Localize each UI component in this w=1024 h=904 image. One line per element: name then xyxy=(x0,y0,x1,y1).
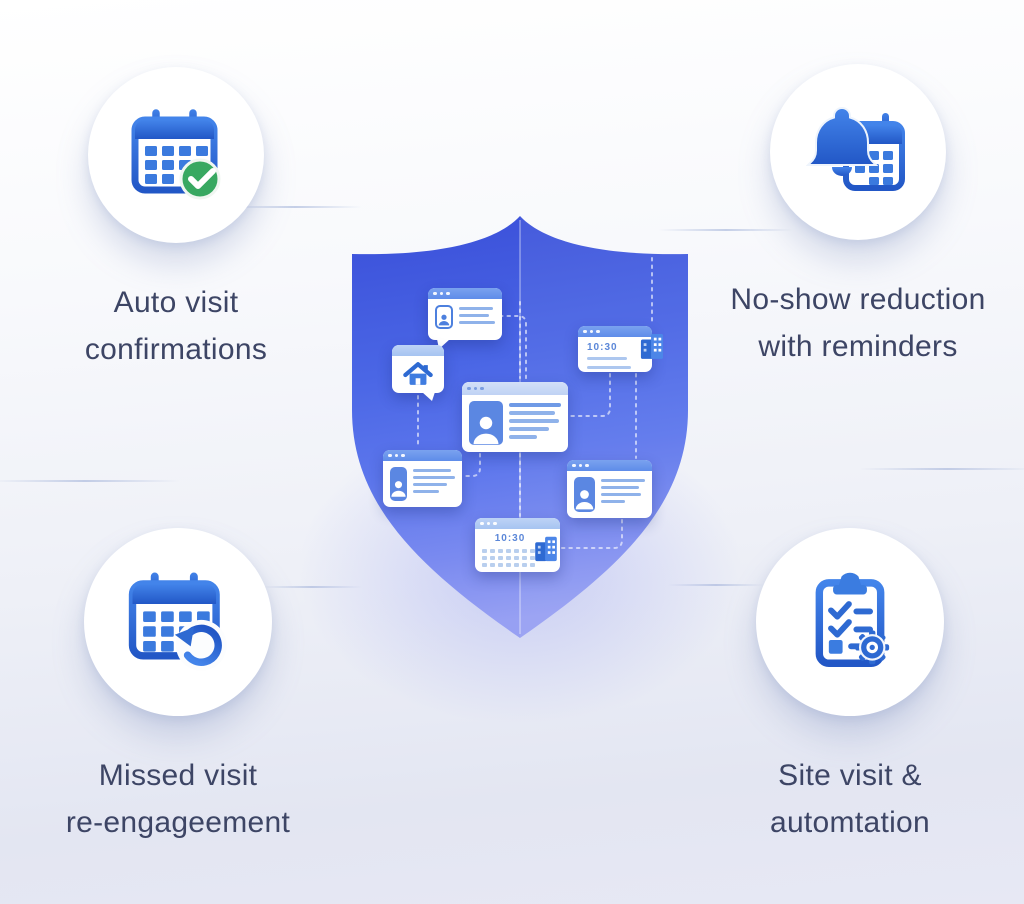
feature-site-visit-automation: Site visit & automtation xyxy=(700,528,1000,846)
connector-lines xyxy=(417,257,653,549)
speech-tail xyxy=(437,339,450,349)
text-line xyxy=(587,366,631,369)
window-dots xyxy=(428,288,502,299)
text-line xyxy=(509,419,559,423)
window-dot xyxy=(486,521,490,526)
text-line xyxy=(587,357,627,360)
background-line xyxy=(860,468,1024,470)
id-profile-card xyxy=(383,450,462,507)
window-dot xyxy=(480,386,484,391)
window-dot xyxy=(473,386,477,391)
text-line xyxy=(413,483,447,486)
feature-label-line: No-show reduction xyxy=(730,283,986,316)
window-titlebar xyxy=(392,345,444,356)
text-line xyxy=(509,411,555,415)
text-line xyxy=(601,479,645,482)
text-line xyxy=(601,493,641,496)
feature-no-show-reduction: No-show reduction with reminders xyxy=(708,64,1008,370)
feature-label-line: re-engageement xyxy=(65,806,291,839)
window-dot xyxy=(446,291,450,296)
text-line xyxy=(459,307,493,310)
chat-message-card xyxy=(428,288,502,349)
window-dots xyxy=(462,382,568,395)
person-avatar-icon xyxy=(574,477,595,512)
building-icon xyxy=(640,332,664,365)
feature-missed-visit-reengagement: Missed visit re-engageement xyxy=(28,528,328,846)
feature-label-line: Missed visit xyxy=(98,759,258,792)
calendar-refresh-icon xyxy=(84,528,272,716)
window-dot xyxy=(596,329,600,334)
clipboard-checklist-gear-icon xyxy=(756,528,944,716)
window-dot xyxy=(583,329,587,334)
feature-label: Site visit & automtation xyxy=(700,752,1000,846)
background-line xyxy=(658,229,794,231)
window-dots xyxy=(567,460,652,471)
text-line xyxy=(413,469,451,472)
window-dot xyxy=(572,463,576,468)
calendar-grid xyxy=(482,549,553,567)
feature-label: No-show reduction with reminders xyxy=(708,276,1008,370)
window-dot xyxy=(433,291,437,296)
appointment-time-card: 10:30 xyxy=(578,326,664,372)
feature-label: Auto visit confirmations xyxy=(36,279,316,373)
schedule-time: 10:30 xyxy=(494,533,526,544)
window-dot xyxy=(401,453,405,458)
window-dots xyxy=(383,450,462,461)
person-avatar-icon xyxy=(469,401,503,445)
home-visit-card xyxy=(392,345,444,401)
card-text-lines xyxy=(413,467,455,497)
background-line xyxy=(262,586,362,588)
text-line xyxy=(459,314,489,317)
text-line xyxy=(509,435,537,439)
feature-label-line: with reminders xyxy=(758,330,958,363)
text-line xyxy=(459,321,495,324)
calendar-check-icon xyxy=(88,67,264,243)
id-profile-card xyxy=(567,460,652,518)
window-dot xyxy=(388,453,392,458)
window-dot xyxy=(467,386,471,391)
text-line xyxy=(509,427,549,431)
speech-tail xyxy=(422,392,435,401)
window-dot xyxy=(439,291,443,296)
feature-label-line: confirmations xyxy=(84,333,268,366)
house-icon xyxy=(403,362,433,385)
shield-cards-layer: 10:30 xyxy=(340,210,700,650)
text-line xyxy=(413,476,455,479)
window-dot xyxy=(589,329,593,334)
background-line xyxy=(0,480,180,482)
patient-profile-card xyxy=(462,382,568,452)
background-line xyxy=(228,206,362,208)
text-line xyxy=(601,500,625,503)
person-avatar-icon xyxy=(435,305,453,329)
appointment-time: 10:30 xyxy=(587,342,618,353)
feature-label-line: automtation xyxy=(769,806,931,839)
shield-graphic: 10:30 xyxy=(340,210,700,650)
feature-label: Missed visit re-engageement xyxy=(28,752,328,846)
background-line xyxy=(668,584,764,586)
text-line xyxy=(413,490,439,493)
window-dots xyxy=(475,518,560,529)
gear-icon xyxy=(855,630,890,665)
feature-label-line: Auto visit xyxy=(113,286,239,319)
card-text-lines xyxy=(509,401,561,443)
window-dot xyxy=(578,463,582,468)
window-dot xyxy=(585,463,589,468)
calendar-schedule-card: 10:30 xyxy=(475,518,560,572)
text-line xyxy=(601,486,639,489)
text-line xyxy=(509,403,561,407)
card-text-lines xyxy=(459,305,495,328)
window-dot xyxy=(493,521,497,526)
feature-label-line: Site visit & xyxy=(778,759,922,792)
person-avatar-icon xyxy=(390,467,407,501)
card-text-lines xyxy=(601,477,645,507)
window-dot xyxy=(480,521,484,526)
bell-calendar-icon xyxy=(770,64,946,240)
building-icon xyxy=(534,535,558,567)
window-dots xyxy=(578,326,652,337)
window-dot xyxy=(394,453,398,458)
feature-auto-visit-confirmations: Auto visit confirmations xyxy=(36,67,316,373)
